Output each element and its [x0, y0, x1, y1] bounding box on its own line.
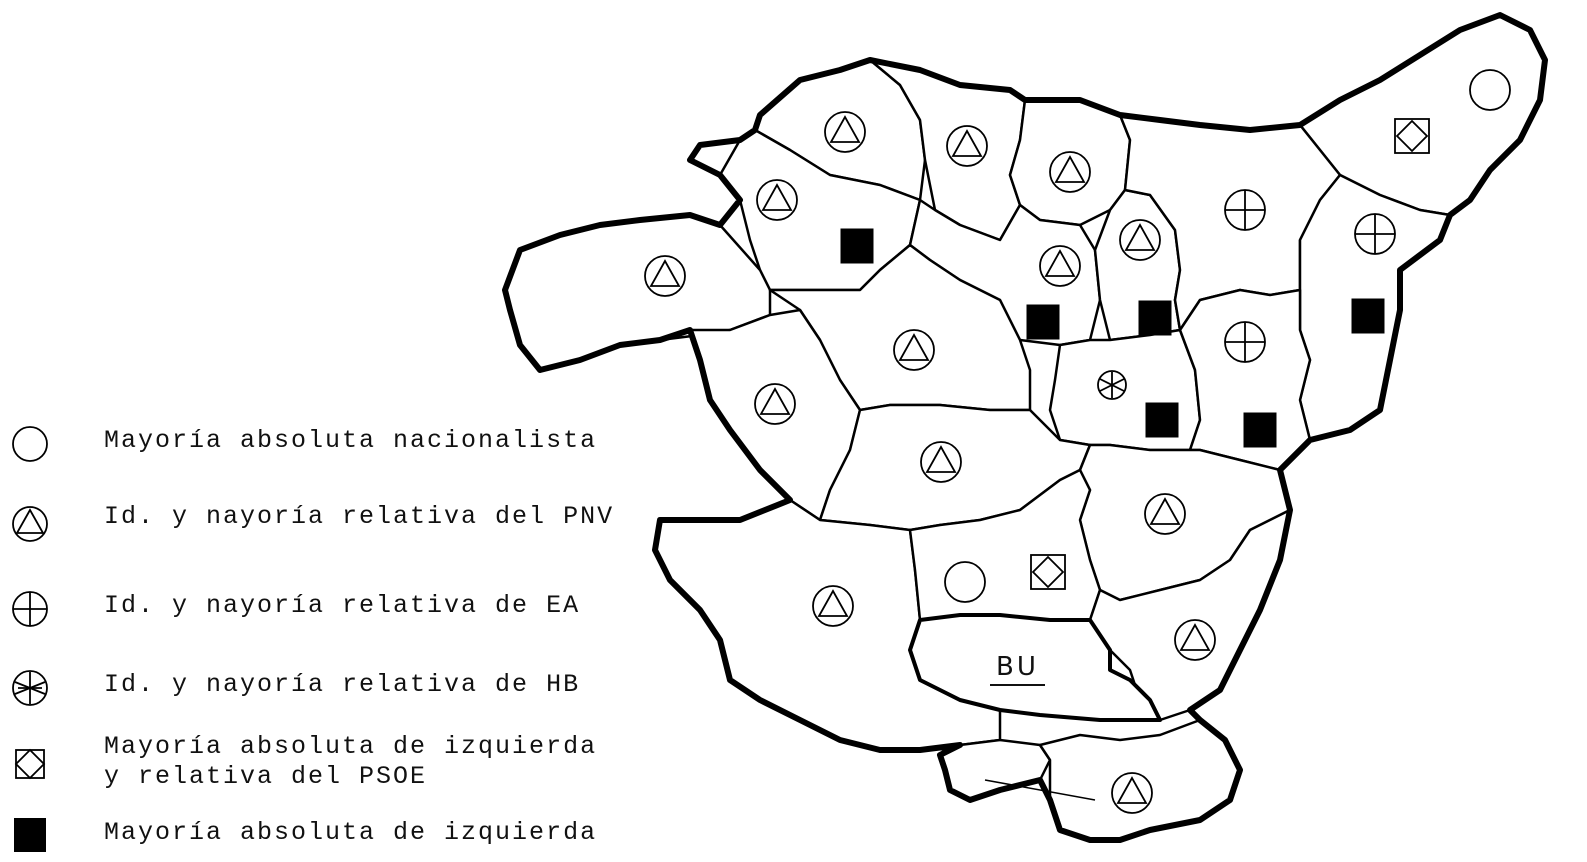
star-circle-icon — [12, 670, 48, 706]
r17-triangle-circle-icon — [812, 585, 854, 627]
r18-circle-icon — [944, 561, 986, 603]
r8-filled-square-icon — [1138, 300, 1172, 336]
r15-triangle-circle-icon — [920, 441, 962, 483]
legend-row-1: Mayoría absoluta nacionalista — [0, 420, 700, 462]
region-r14 — [1178, 288, 1312, 472]
r10-cross-circle-icon — [1354, 213, 1396, 255]
map-outline — [502, 12, 1548, 843]
r22-triangle-circle-icon — [1111, 772, 1153, 814]
r5-filled-square-icon — [840, 228, 874, 264]
triangle-circle-icon — [12, 506, 48, 542]
cross-circle-icon — [12, 591, 48, 627]
r19-triangle-circle-icon — [1174, 619, 1216, 661]
r14-filled-square-icon — [1243, 412, 1277, 448]
r13-star-circle-icon — [1097, 370, 1127, 400]
legend-text-4: Id. y nayoría relativa de HB — [104, 670, 581, 699]
region-r22 — [1038, 718, 1242, 842]
r14-cross-circle-icon — [1224, 321, 1266, 363]
legend-row-6: Mayoría absoluta de izquierda — [0, 812, 700, 856]
r11-triangle-circle-icon — [893, 329, 935, 371]
r10-filled-square-icon — [1351, 298, 1385, 334]
circle-icon — [12, 426, 48, 462]
legend-text-1: Mayoría absoluta nacionalista — [104, 426, 598, 455]
filled-square-icon — [14, 818, 46, 852]
r6-triangle-circle-icon — [644, 255, 686, 297]
legend-text-3: Id. y nayoría relativa de EA — [104, 591, 581, 620]
legend-row-3: Id. y nayoría relativa de EA — [0, 585, 700, 627]
legend-text-5: Mayoría absoluta de izquierda y relativa… — [104, 732, 598, 791]
legend-text-6: Mayoría absoluta de izquierda — [104, 818, 598, 847]
r12-triangle-circle-icon — [754, 383, 796, 425]
r7-triangle-circle-icon — [1039, 245, 1081, 287]
map-symbols — [644, 69, 1511, 814]
r8-triangle-circle-icon — [1119, 219, 1161, 261]
r1-diamond-square-icon — [1394, 118, 1430, 154]
map-label-bu: BU — [990, 652, 1045, 686]
legend-row-2: Id. y nayoría relativa del PNV — [0, 500, 700, 542]
r18-diamond-square-icon — [1030, 554, 1066, 590]
r1-circle-icon — [1469, 69, 1511, 111]
r4-triangle-circle-icon — [1049, 151, 1091, 193]
legend-text-2: Id. y nayoría relativa del PNV — [104, 502, 615, 531]
r9-cross-circle-icon — [1224, 189, 1266, 231]
r16-triangle-circle-icon — [1144, 493, 1186, 535]
r2-triangle-circle-icon — [824, 111, 866, 153]
legend-row-5: Mayoría absoluta de izquierda y relativa… — [0, 732, 700, 796]
r3-triangle-circle-icon — [946, 125, 988, 167]
diamond-square-icon — [14, 748, 46, 780]
region-connector-line — [984, 779, 1096, 801]
r5-triangle-circle-icon — [756, 179, 798, 221]
r7-filled-square-icon — [1026, 304, 1060, 340]
r13-filled-square-icon — [1145, 402, 1179, 438]
legend-row-4: Id. y nayoría relativa de HB — [0, 664, 700, 706]
